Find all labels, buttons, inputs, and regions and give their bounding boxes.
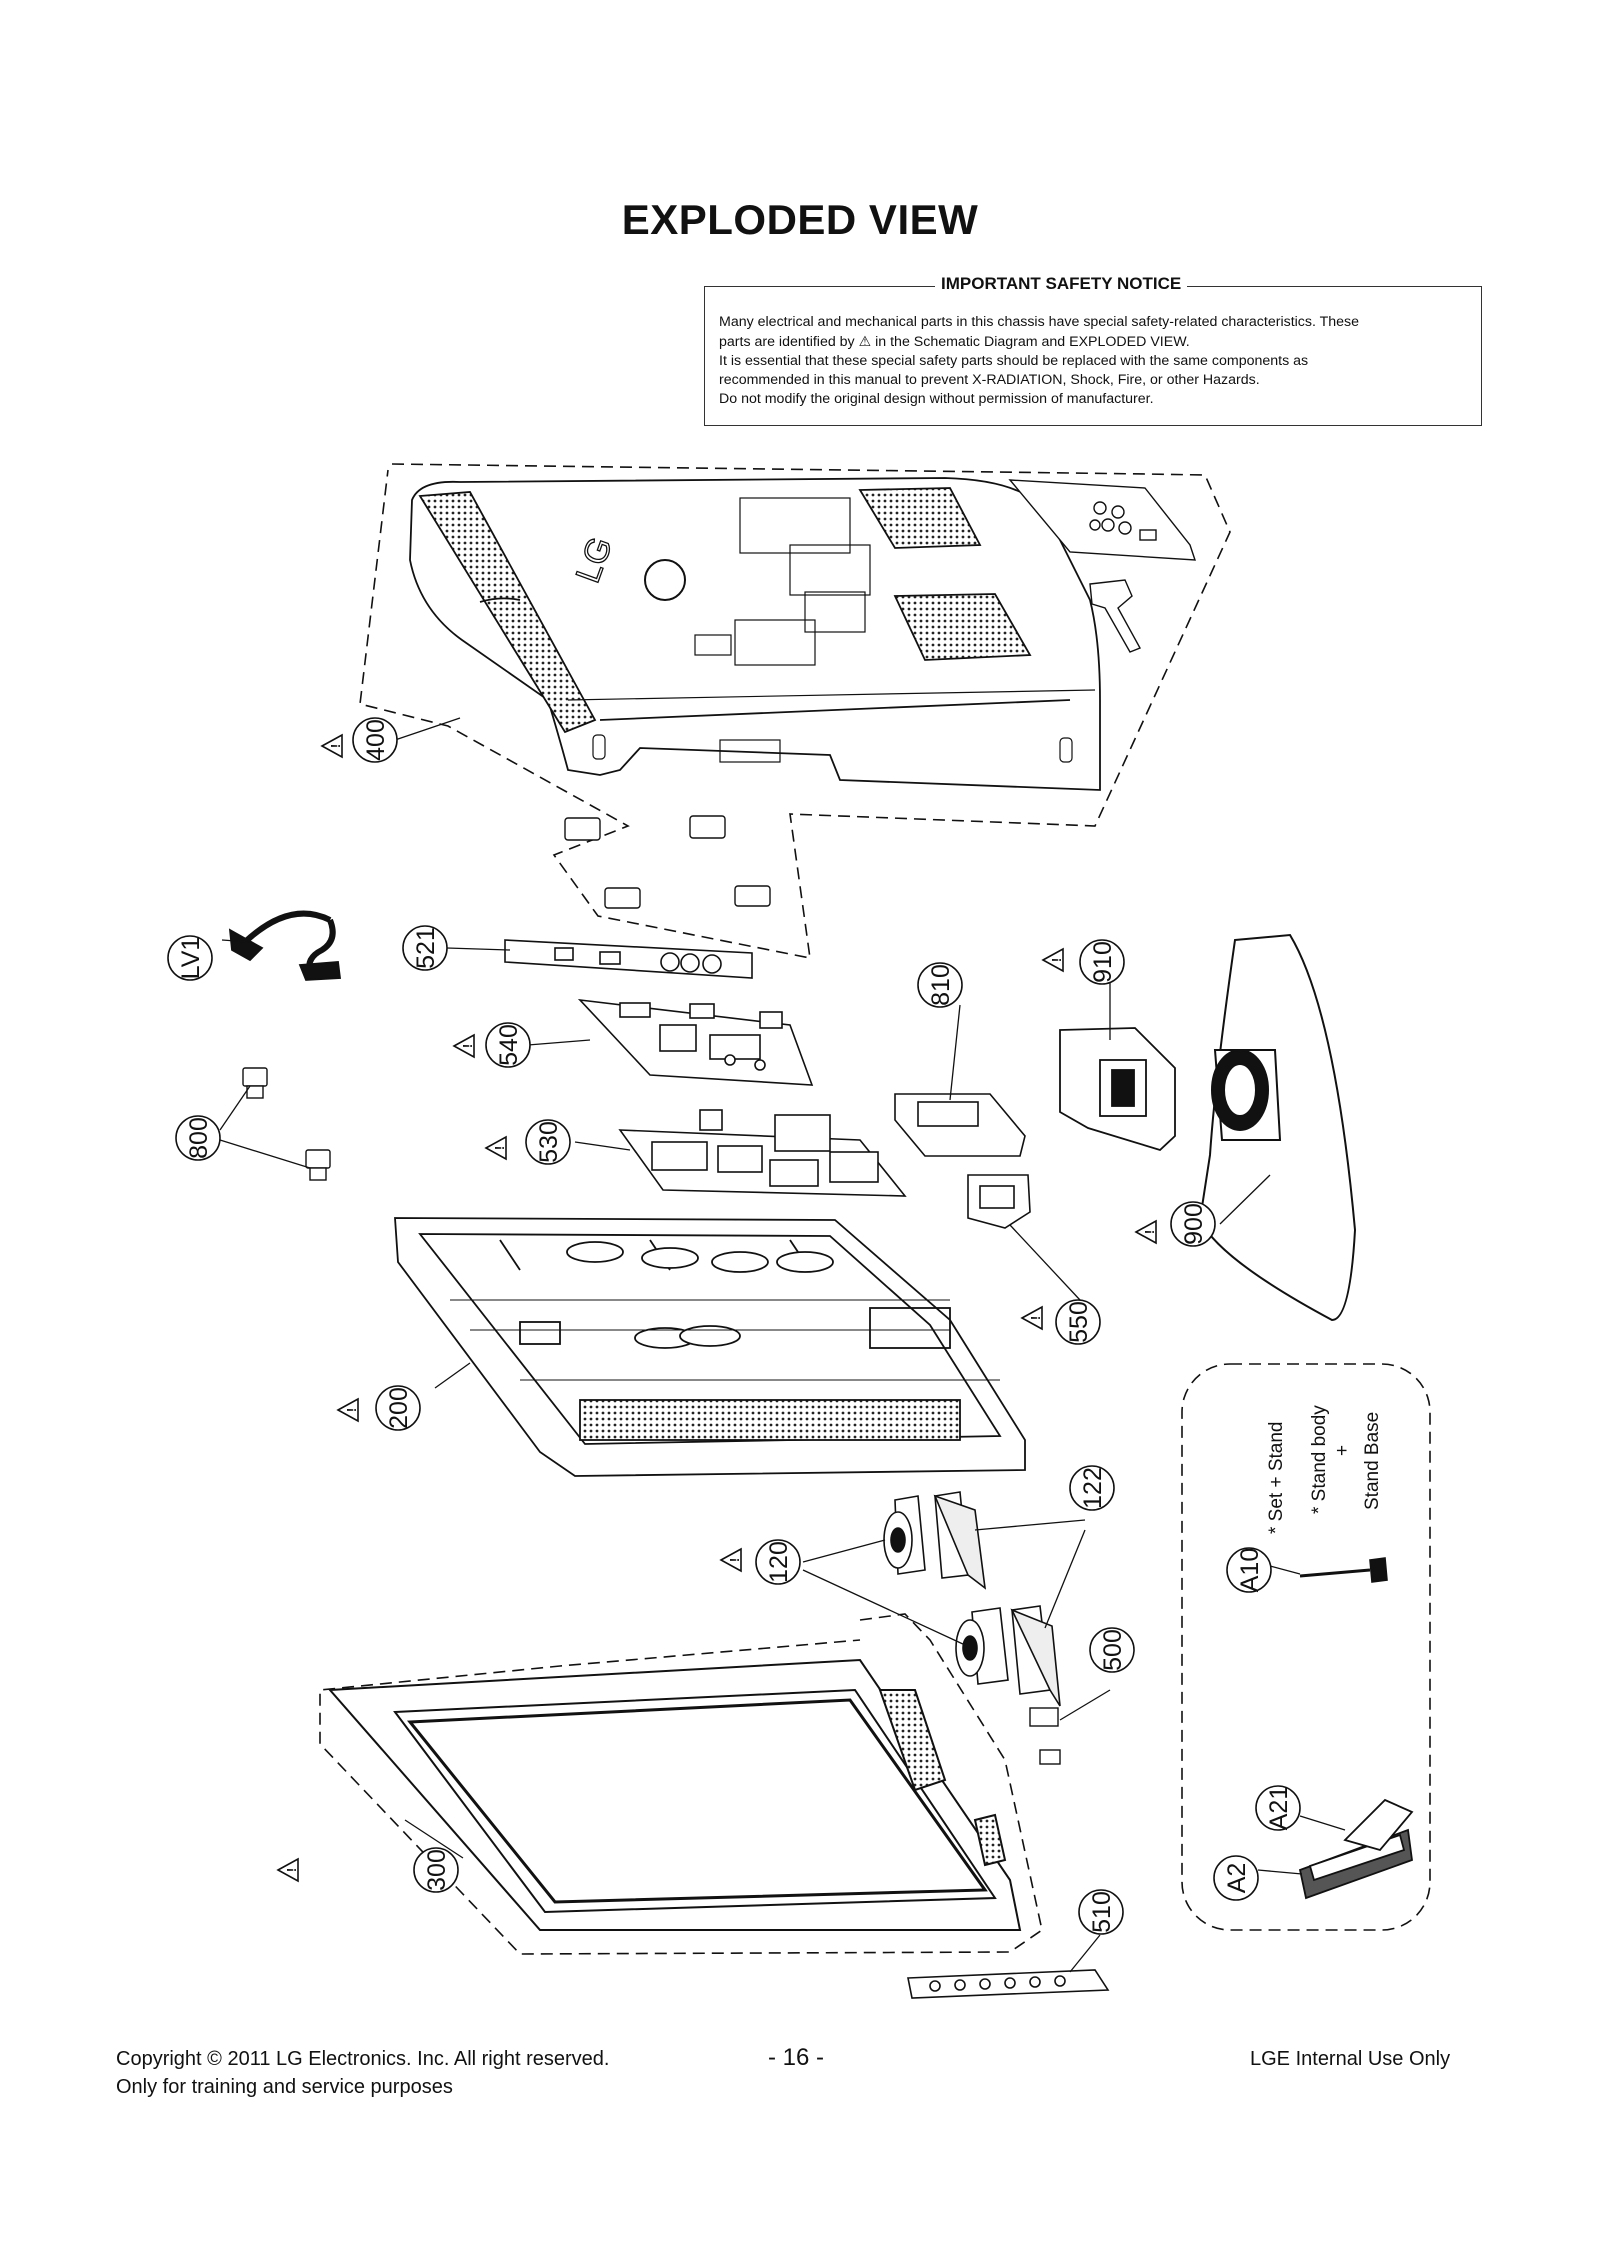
callout-a21: A21: [1265, 1786, 1293, 1830]
callout-lv1: LV1: [177, 937, 205, 980]
page-title: EXPLODED VIEW: [621, 196, 979, 243]
lvds-cable: [228, 910, 342, 981]
power-board: [618, 1109, 907, 1197]
hinge-clips: [564, 815, 771, 909]
footer-training-note: Only for training and service purposes: [116, 2076, 453, 2098]
callout-521: 521: [412, 927, 440, 969]
callout-200: 200: [385, 1387, 413, 1429]
front-cabinet-group-outline: [319, 1613, 1043, 1955]
main-board: [577, 998, 814, 1086]
warning-triangle-icon: [1135, 1220, 1158, 1244]
callout-550: 550: [1065, 1301, 1093, 1343]
callout-a2: A2: [1223, 1863, 1251, 1894]
front-cabinet: [327, 1658, 1022, 1931]
keypad-board: [907, 1969, 1110, 1999]
speaker-clips: [242, 1067, 331, 1181]
notice-line-2a: parts are identified by: [719, 334, 855, 350]
chassis-frame: [394, 1217, 1026, 1477]
callout-540: 540: [495, 1024, 523, 1066]
stand-bracket: [894, 1093, 1026, 1157]
ir-sensor-part: [1029, 1707, 1061, 1765]
callout-122: 122: [1079, 1467, 1107, 1509]
callout-810: 810: [927, 964, 955, 1006]
callout-a10: A10: [1236, 1548, 1264, 1592]
page-number: - 16 -: [768, 2044, 825, 2071]
footer-internal-use: LGE Internal Use Only: [1250, 2048, 1451, 2070]
callout-300: 300: [423, 1849, 451, 1891]
callout-500: 500: [1099, 1629, 1127, 1671]
stand-base-small: [1298, 1798, 1414, 1900]
stand-screw: [1299, 1557, 1388, 1583]
notice-line-5: Do not modify the original design withou…: [719, 391, 1154, 407]
warning-triangle-icon: [1042, 948, 1065, 972]
safety-notice-box: IMPORTANT SAFETY NOTICE Many electrical …: [704, 274, 1482, 426]
warning-triangle-icon: ⚠: [858, 333, 872, 349]
safety-notice-body: Many electrical and mechanical parts in …: [719, 313, 1469, 409]
notice-line-3: It is essential that these special safet…: [719, 353, 1309, 369]
notice-line-2: parts are identified by ⚠ in the Schemat…: [719, 332, 1469, 352]
stand-group-outline: [1181, 1363, 1431, 1931]
control-label-plate: [1008, 479, 1196, 561]
safety-notice-heading: IMPORTANT SAFETY NOTICE: [935, 274, 1188, 294]
warning-triangle-icon: [485, 1136, 508, 1160]
warning-triangle-icon: [337, 1398, 360, 1422]
back-cover-group-outline: [359, 463, 1231, 960]
bracket-part: [1089, 579, 1141, 653]
callout-900: 900: [1180, 1203, 1208, 1245]
warning-triangle-icon: [720, 1548, 743, 1572]
back-cover: LG: [409, 477, 1101, 791]
callout-530: 530: [535, 1121, 563, 1163]
footer-copyright: Copyright © 2011 LG Electronics. Inc. Al…: [116, 2048, 610, 2070]
callout-800: 800: [185, 1117, 213, 1159]
stand-neck: [1059, 1027, 1176, 1152]
leader-lines: [219, 717, 1346, 1973]
callout-labels: 400 LV1 521 540 800 530 810 910 900 550 …: [177, 719, 1293, 1933]
warning-triangle-icon: [453, 1034, 476, 1058]
stand-legend: * Set + Stand * Stand body + Stand Base: [1266, 1405, 1383, 1534]
notice-line-2b: in the Schematic Diagram and EXPLODED VI…: [875, 334, 1190, 350]
stand-legend-line-3: +: [1332, 1445, 1353, 1456]
callout-circles: [167, 717, 1301, 1935]
side-module: [967, 1174, 1031, 1229]
notice-line-4: recommended in this manual to prevent X-…: [719, 372, 1260, 388]
callout-910: 910: [1089, 941, 1117, 983]
stand-legend-line-1: * Set + Stand: [1266, 1422, 1287, 1535]
stand-base: [1198, 933, 1357, 1322]
callout-120: 120: [765, 1541, 793, 1583]
warning-triangle-icon: [277, 1858, 300, 1882]
warning-triangle-icon: [1021, 1306, 1044, 1330]
notice-line-1: Many electrical and mechanical parts in …: [719, 314, 1360, 330]
warning-triangle-icon: [321, 734, 344, 758]
speaker-set: [883, 1491, 1061, 1707]
jack-bracket: [504, 939, 753, 979]
callout-400: 400: [362, 719, 390, 761]
callout-510: 510: [1088, 1891, 1116, 1933]
stand-legend-line-4: Stand Base: [1362, 1412, 1383, 1510]
stand-legend-line-2: * Stand body: [1309, 1405, 1330, 1514]
